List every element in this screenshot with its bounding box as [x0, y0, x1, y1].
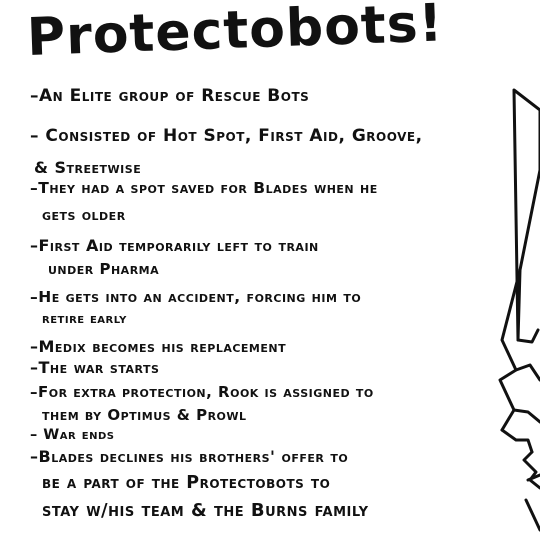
note-line: –Medix becomes his replacement	[30, 337, 287, 356]
note-line: –First Aid temporarily left to train	[30, 236, 319, 255]
note-line: retire early	[42, 311, 127, 327]
note-line: stay w/his team & the Burns family	[42, 500, 369, 521]
note-line: – Consisted of Hot Spot, First Aid, Groo…	[30, 126, 423, 146]
note-line: them by Optimus & Prowl	[42, 406, 247, 424]
note-line: –He gets into an accident, forcing him t…	[30, 288, 362, 306]
note-line: – War ends	[30, 427, 115, 443]
note-line: –An Elite group of Rescue Bots	[30, 86, 310, 106]
note-line: –They had a spot saved for Blades when h…	[30, 179, 378, 197]
note-line: –The war starts	[30, 358, 160, 377]
note-line: –For extra protection, Rook is assigned …	[30, 383, 374, 401]
note-line: –Blades declines his brothers' offer to	[30, 447, 349, 466]
note-line: be a part of the Protectobots to	[42, 473, 331, 493]
note-line: under Pharma	[48, 260, 160, 278]
note-line: & Streetwise	[34, 158, 142, 177]
note-line: gets older	[42, 206, 126, 224]
robot-arm-sketch-icon	[498, 88, 540, 532]
